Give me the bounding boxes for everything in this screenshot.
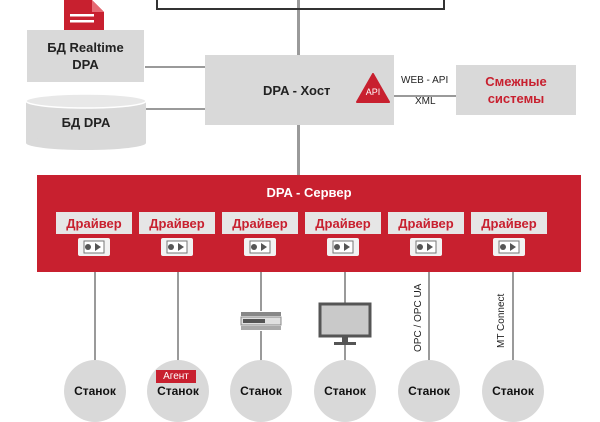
connector-machine-1 [94, 272, 96, 362]
driver-icon [78, 238, 110, 256]
driver-icon [410, 238, 442, 256]
machine-label: Станок [492, 384, 534, 398]
dpa-host-box: DPA - Хост API [205, 55, 394, 125]
driver-label: Драйвер [222, 212, 298, 234]
terminal-icon [240, 311, 282, 331]
connector-host-server [297, 125, 300, 175]
driver-icon [493, 238, 525, 256]
connector-machine-5 [428, 272, 430, 362]
document-icon [62, 0, 106, 30]
related-label-line2: системы [487, 91, 545, 106]
driver-1: Драйвер [56, 212, 134, 258]
driver-3: Драйвер [222, 212, 300, 258]
driver-icon [244, 238, 276, 256]
agent-badge: Агент [156, 370, 196, 383]
machine-label: Станок [74, 384, 116, 398]
connector-top-host [297, 0, 300, 55]
machine-label: Станок [324, 384, 366, 398]
related-systems-box: Смежные системы [456, 65, 576, 115]
db-cylinder: БД DPA [25, 93, 147, 151]
top-box-outline [156, 0, 445, 10]
connector-host-related [394, 95, 456, 97]
connector-realtime-host [145, 66, 205, 68]
connector-machine-2 [177, 272, 179, 362]
machine-label: Станок [408, 384, 450, 398]
machine-label: Станок [240, 384, 282, 398]
db-label: БД DPA [61, 115, 111, 130]
web-api-label: WEB - API [401, 75, 449, 86]
connector-machine-6 [512, 272, 514, 362]
driver-6: Драйвер [471, 212, 549, 258]
machine-label: Станок [157, 384, 199, 398]
related-label-line1: Смежные [485, 74, 547, 89]
realtime-db-box: БД Realtime DPA [27, 30, 144, 82]
driver-5: Драйвер [388, 212, 466, 258]
mtconnect-label: MT Connect [496, 293, 507, 348]
driver-label: Драйвер [388, 212, 464, 234]
dpa-host-label: DPA - Хост [263, 83, 331, 98]
api-triangle-icon: API [356, 73, 390, 103]
realtime-db-label-line1: БД Realtime [47, 40, 124, 55]
monitor-icon [318, 302, 372, 348]
driver-label: Драйвер [471, 212, 547, 234]
driver-label: Драйвер [56, 212, 132, 234]
connector-db-host [145, 108, 205, 110]
driver-label: Драйвер [305, 212, 381, 234]
dpa-server-title: DPA - Сервер [266, 185, 352, 200]
api-badge-label: API [365, 87, 381, 97]
driver-icon [327, 238, 359, 256]
driver-label: Драйвер [139, 212, 215, 234]
driver-icon [161, 238, 193, 256]
driver-2: Драйвер [139, 212, 217, 258]
realtime-db-label-line2: DPA [72, 57, 99, 72]
opc-label: OPC / OPC UA [413, 283, 424, 352]
driver-4: Драйвер [305, 212, 383, 258]
xml-label: XML [415, 96, 436, 107]
